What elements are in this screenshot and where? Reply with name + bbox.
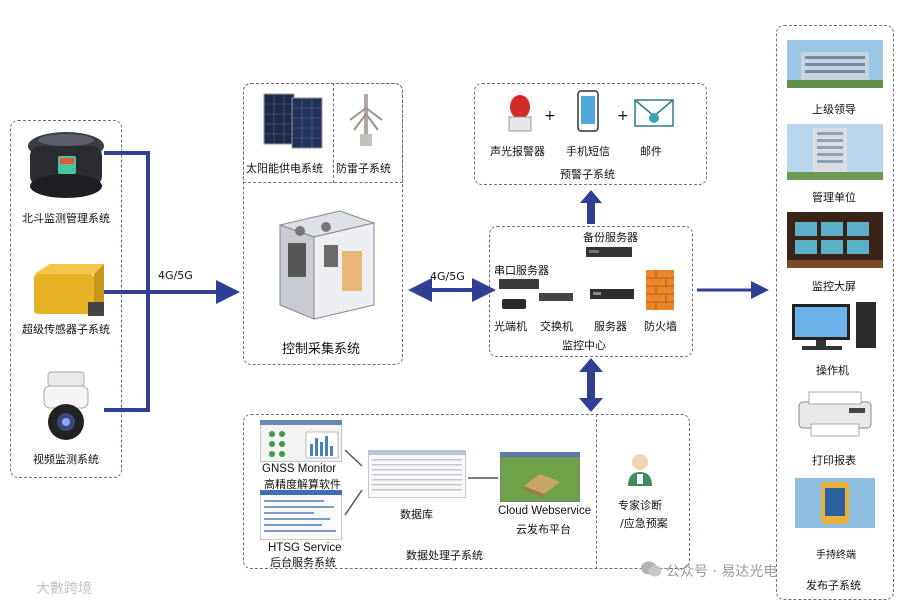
switch-image xyxy=(539,288,573,301)
center-to-alarm-arrow xyxy=(580,190,602,224)
left-devices-group xyxy=(10,120,122,478)
control-title: 控制采集系统 xyxy=(282,342,361,357)
backup-server-image xyxy=(586,244,632,258)
super-sensor-label: 超级传感器子系统 xyxy=(22,323,110,336)
gnss-en-label: GNSS Monitor xyxy=(262,463,337,475)
htsg-en-label: HTSG Service xyxy=(268,542,342,554)
alarm-subsystem-group xyxy=(474,83,707,185)
cloud-en-label: Cloud Webservice xyxy=(498,505,592,517)
solar-panel-image xyxy=(262,92,324,150)
left-network-label: 4G/5G xyxy=(158,269,193,282)
mobile-terminal-image xyxy=(795,478,875,528)
backup-server-label: 备份服务器 xyxy=(583,231,638,244)
management-label: 管理单位 xyxy=(812,191,856,204)
switch-label: 交换机 xyxy=(540,320,573,333)
serial-server-image xyxy=(499,276,539,290)
htsg-cn-label: 后台服务系统 xyxy=(270,556,336,569)
mail-image xyxy=(633,96,675,130)
server-label: 服务器 xyxy=(594,320,627,333)
gnss-screenshot xyxy=(259,419,343,463)
leader-label: 上级领导 xyxy=(812,103,856,116)
phone-image xyxy=(577,90,599,132)
center-data-arrow xyxy=(579,358,603,412)
leader-building-image xyxy=(787,40,883,88)
data-processing-title: 数据处理子系统 xyxy=(406,549,483,562)
printer-image xyxy=(795,388,875,438)
wechat-watermark: 公众号 · 易达光电 xyxy=(666,564,778,580)
sms-label: 手机短信 xyxy=(566,145,610,158)
beidou-receiver-image xyxy=(22,130,110,204)
publish-subsystem-group xyxy=(776,25,894,600)
expert-icon xyxy=(624,452,656,486)
wechat-icon xyxy=(640,560,662,578)
mobile-label: 手持终端 xyxy=(816,550,856,561)
control-top-group xyxy=(243,83,403,183)
beidou-label: 北斗监测管理系统 xyxy=(22,212,110,225)
siren-image xyxy=(505,93,535,133)
cloud-cn-label: 云发布平台 xyxy=(516,523,571,536)
data-processing-group xyxy=(243,414,690,569)
video-wall-label: 监控大屏 xyxy=(812,280,856,293)
gnss-cn-label: 高精度解算软件 xyxy=(264,478,341,491)
publish-title: 发布子系统 xyxy=(806,579,861,592)
solar-label: 太阳能供电系统 xyxy=(246,162,323,175)
htsg-screenshot xyxy=(259,489,343,541)
center-network-label: 4G/5G xyxy=(430,270,465,283)
optical-label: 光端机 xyxy=(494,320,527,333)
video-wall-image xyxy=(787,212,883,268)
video-camera-image xyxy=(34,370,98,442)
database-label: 数据库 xyxy=(400,508,433,521)
plus-1: + xyxy=(544,108,556,124)
database-screenshot xyxy=(367,449,467,499)
printer-label: 打印报表 xyxy=(812,454,856,467)
data-expert-divider xyxy=(596,414,597,569)
monitor-center-title: 监控中心 xyxy=(562,339,606,352)
siren-label: 声光报警器 xyxy=(490,145,545,158)
operator-label: 操作机 xyxy=(816,364,849,377)
corner-watermark: 大數跨境 xyxy=(36,581,92,597)
firewall-image xyxy=(644,268,676,312)
operator-pc-image xyxy=(790,300,880,352)
lightning-rod-image xyxy=(344,90,388,150)
expert-label-1: 专家诊断 xyxy=(618,499,662,512)
data-internal-lines xyxy=(344,449,498,516)
serial-server-label: 串口服务器 xyxy=(494,264,549,277)
server-image xyxy=(590,286,634,300)
left-bracket-line xyxy=(104,151,240,412)
lightning-label: 防雷子系统 xyxy=(336,162,391,175)
video-label: 视频监测系统 xyxy=(33,453,99,466)
optical-image xyxy=(502,296,526,310)
super-sensor-image xyxy=(28,262,106,318)
plus-2: + xyxy=(617,108,629,124)
alarm-title: 预警子系统 xyxy=(560,168,615,181)
control-top-divider xyxy=(333,83,334,183)
firewall-label: 防火墙 xyxy=(644,320,677,333)
mail-label: 邮件 xyxy=(640,145,662,158)
expert-label-2: /应急预案 xyxy=(620,517,668,530)
management-building-image xyxy=(787,124,883,180)
cloud-screenshot xyxy=(499,451,581,503)
control-cabinet-image xyxy=(270,205,380,323)
